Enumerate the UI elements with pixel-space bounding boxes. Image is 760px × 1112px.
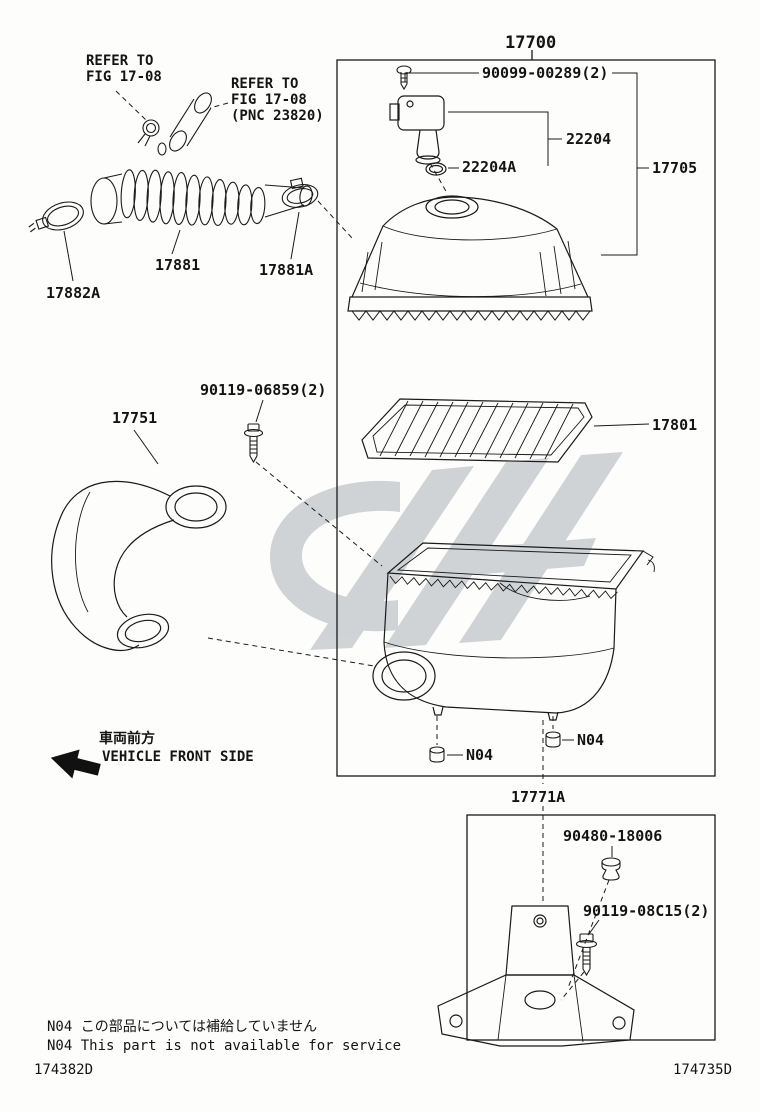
part-label-17881: 17881 <box>155 256 201 274</box>
upper-hose-drawing <box>169 92 212 152</box>
maf-sensor-drawing <box>389 95 445 165</box>
part-label-17751: 17751 <box>112 409 158 427</box>
hose-cuffs-drawing <box>90 173 313 225</box>
hose-clamp-17881A-drawing <box>281 177 319 208</box>
part-label-90119-08C15: 90119-08C15(2) <box>583 902 710 920</box>
part-label-90099-00289: 90099-00289(2) <box>482 64 609 82</box>
grommet-n04-right-drawing <box>545 731 561 748</box>
intake-hose-drawing <box>120 169 266 227</box>
refer-note-fig17-08: REFER TO FIG 17-08 <box>86 53 162 85</box>
air-cleaner-case-drawing <box>372 542 655 721</box>
part-label-17700: 17700 <box>505 33 557 53</box>
hose-clamp-17882A-drawing <box>28 201 84 233</box>
part-label-n04-right: N04 <box>577 731 605 749</box>
dashed-leader-lines <box>115 90 610 1001</box>
maf-bolt-drawing <box>396 65 412 91</box>
refer-note-line: (PNC 23820) <box>231 108 324 124</box>
air-cleaner-cap-drawing <box>347 195 593 321</box>
part-label-17882A: 17882A <box>46 284 101 302</box>
part-label-17771A: 17771A <box>511 788 566 806</box>
watermark-logo <box>270 452 623 650</box>
vehicle-front-label-en: VEHICLE FRONT SIDE <box>102 749 254 765</box>
refer-note-line: FIG 17-08 <box>231 92 307 108</box>
vehicle-front-label-jp: 車両前方 <box>99 731 155 747</box>
part-label-17801: 17801 <box>652 416 698 434</box>
refer-note-line: FIG 17-08 <box>86 69 162 85</box>
refer-note-fig17-08-pnc: REFER TO FIG 17-08 (PNC 23820) <box>231 76 324 124</box>
part-label-17881A: 17881A <box>259 261 314 279</box>
part-label-90119-06859: 90119-06859(2) <box>200 381 327 399</box>
refer-note-line: REFER TO <box>231 76 299 92</box>
part-label-22204: 22204 <box>566 130 612 148</box>
grommet-n04-left-drawing <box>429 746 445 763</box>
air-inlet-duct-drawing <box>51 480 227 651</box>
case-bolt-drawing <box>243 423 264 464</box>
refer-note-line: REFER TO <box>86 53 154 69</box>
service-note-jp: N04 この部品については補給していません <box>47 1019 318 1035</box>
small-clamp-drawing <box>137 119 167 156</box>
part-label-22204A: 22204A <box>462 158 517 176</box>
leader-lines <box>63 72 650 935</box>
service-note-en: N04 This part is not available for servi… <box>47 1038 402 1054</box>
oring-drawing <box>425 162 447 176</box>
doc-code-left: 174382D <box>34 1062 94 1078</box>
part-label-17705: 17705 <box>652 159 698 177</box>
part-label-90480-18006: 90480-18006 <box>563 827 663 845</box>
vehicle-front-arrow <box>50 749 101 779</box>
air-filter-element-drawing <box>361 398 593 463</box>
mounting-bracket-drawing <box>437 905 635 1047</box>
part-label-n04-left: N04 <box>466 746 494 764</box>
filter-pleats <box>379 400 574 460</box>
cushion-grommet-drawing <box>601 857 621 881</box>
bracket-bolt-drawing <box>575 933 598 977</box>
assembly-frame <box>336 50 716 1041</box>
doc-code-right: 174735D <box>673 1062 733 1078</box>
